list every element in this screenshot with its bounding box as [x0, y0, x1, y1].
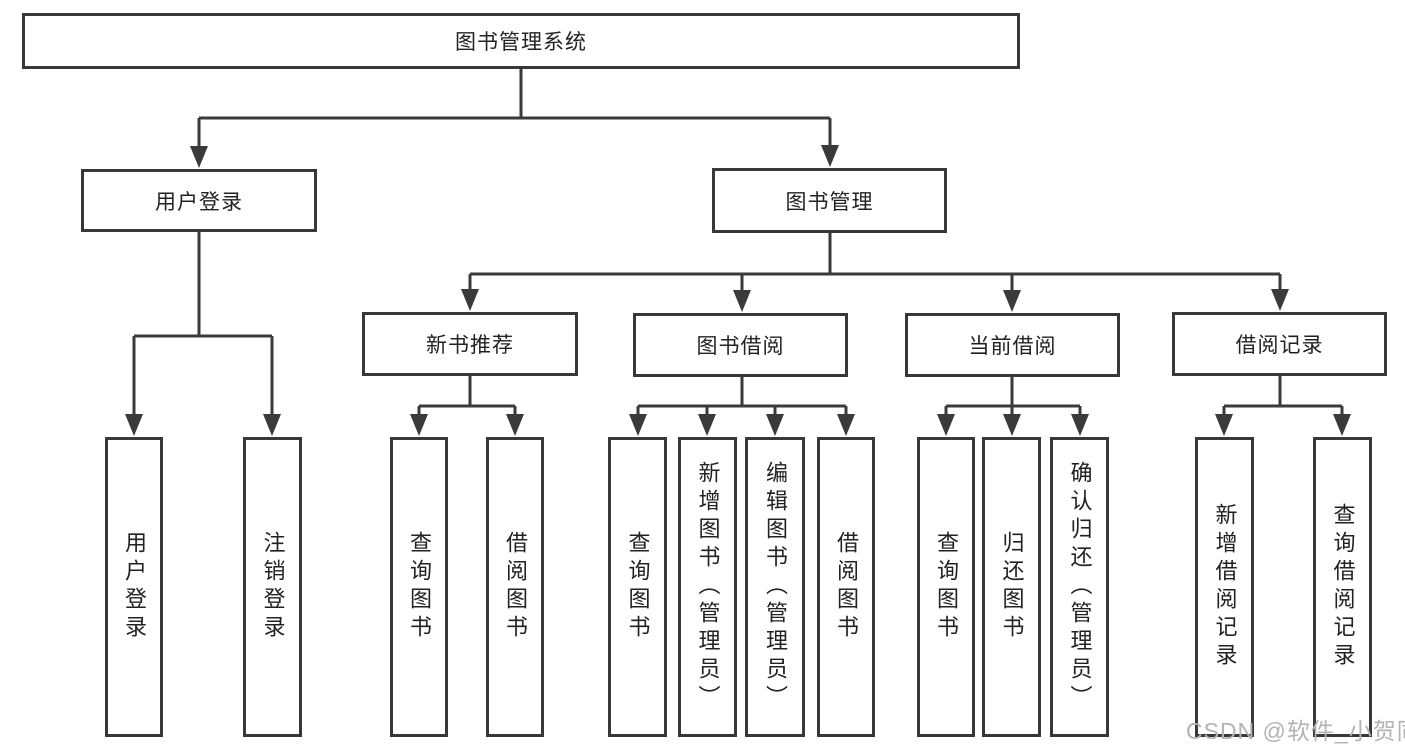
leaf-current-confirm-return-admin: 确认归还（管理员）	[1050, 437, 1109, 737]
node-current-borrow: 当前借阅	[905, 313, 1120, 377]
leaf-user-login: 用户登录	[105, 437, 163, 737]
leaf-records-add-record-label: 新增借阅记录	[1212, 503, 1238, 671]
node-borrow-records-label: 借阅记录	[1235, 334, 1324, 357]
connector-book-mgmt-to-level3	[461, 233, 1289, 312]
leaf-borrow-edit-book-admin-label: 编辑图书（管理员）	[763, 461, 788, 713]
leaf-logout-label: 注销登录	[260, 531, 286, 643]
node-current-borrow-label: 当前借阅	[968, 335, 1057, 358]
leaf-borrow-borrow-book-label: 借阅图书	[834, 531, 859, 643]
leaf-recommend-borrow-book-label: 借阅图书	[503, 531, 528, 643]
leaf-recommend-borrow-book: 借阅图书	[486, 437, 544, 737]
node-book-mgmt: 图书管理	[712, 168, 947, 233]
node-book-borrow: 图书借阅	[633, 313, 848, 377]
node-book-mgmt-label: 图书管理	[785, 190, 874, 214]
leaf-borrow-add-book-admin-label: 新增图书（管理员）	[695, 461, 721, 713]
leaf-borrow-query-book-label: 查询图书	[625, 531, 651, 643]
leaf-current-return-book: 归还图书	[982, 437, 1041, 737]
leaf-records-add-record: 新增借阅记录	[1195, 437, 1254, 737]
leaf-user-login-label: 用户登录	[122, 531, 147, 643]
connector-records-to-leaves	[1215, 376, 1351, 436]
node-user-login-label: 用户登录	[155, 190, 243, 214]
leaf-recommend-query-book-label: 查询图书	[407, 531, 432, 643]
csdn-watermark: CSDN @软件_小贺同学	[1186, 718, 1405, 744]
node-system-root-label: 图书管理系统	[455, 31, 587, 54]
node-system-root: 图书管理系统	[22, 13, 1020, 69]
leaf-logout: 注销登录	[243, 437, 302, 737]
leaf-current-return-book-label: 归还图书	[999, 531, 1025, 643]
leaf-borrow-borrow-book: 借阅图书	[817, 437, 875, 737]
leaf-borrow-add-book-admin: 新增图书（管理员）	[678, 437, 737, 737]
connector-current-to-leaves	[937, 377, 1089, 436]
connector-recommend-to-leaves	[410, 376, 524, 436]
leaf-recommend-query-book: 查询图书	[390, 437, 448, 737]
connector-root-to-level2	[190, 69, 839, 168]
node-new-book-recommend: 新书推荐	[362, 312, 578, 376]
node-borrow-records: 借阅记录	[1172, 312, 1387, 376]
leaf-borrow-edit-book-admin: 编辑图书（管理员）	[745, 437, 805, 737]
connector-user-login-to-leaves	[125, 232, 281, 436]
leaf-current-confirm-return-admin-label: 确认归还（管理员）	[1067, 461, 1093, 713]
connector-borrow-to-leaves	[629, 377, 855, 436]
node-user-login: 用户登录	[81, 169, 317, 232]
node-book-borrow-label: 图书借阅	[696, 335, 785, 358]
leaf-current-query-book: 查询图书	[917, 437, 975, 737]
leaf-records-query-record: 查询借阅记录	[1313, 437, 1372, 737]
leaf-current-query-book-label: 查询图书	[934, 531, 959, 643]
node-new-book-recommend-label: 新书推荐	[426, 334, 514, 357]
leaf-records-query-record-label: 查询借阅记录	[1330, 503, 1356, 671]
leaf-borrow-query-book: 查询图书	[608, 437, 667, 737]
